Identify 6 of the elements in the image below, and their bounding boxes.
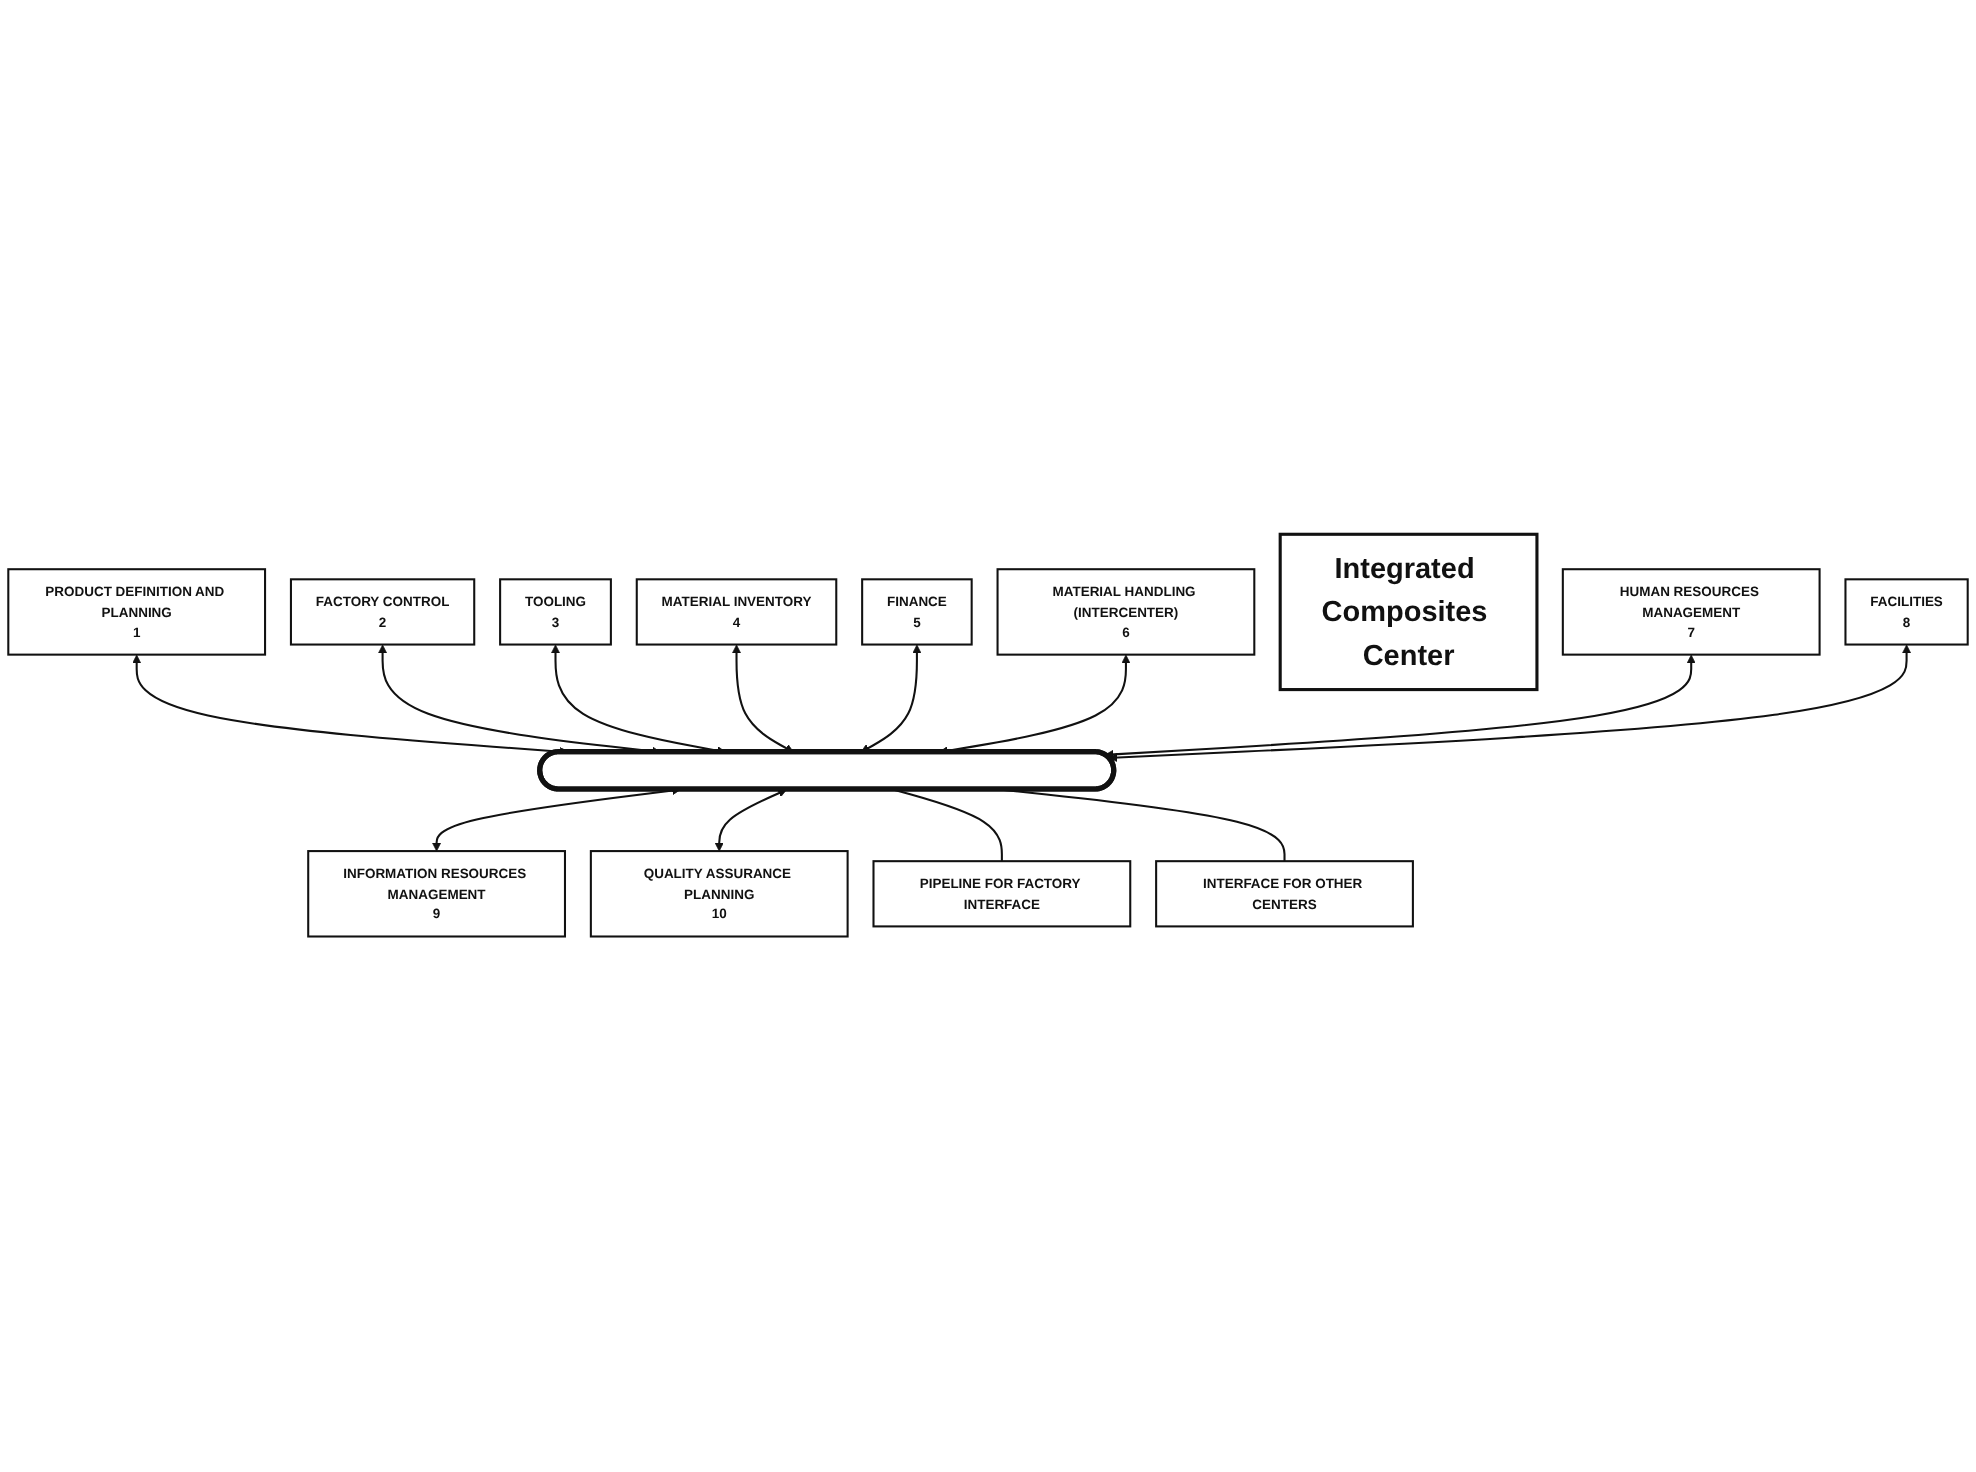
arrow — [1108, 645, 1912, 763]
node-box: Integrated Composites Center — [1278, 533, 1539, 692]
arrow — [731, 645, 794, 754]
arrow — [714, 789, 787, 853]
arrow — [1104, 655, 1696, 760]
arrow — [860, 645, 922, 754]
